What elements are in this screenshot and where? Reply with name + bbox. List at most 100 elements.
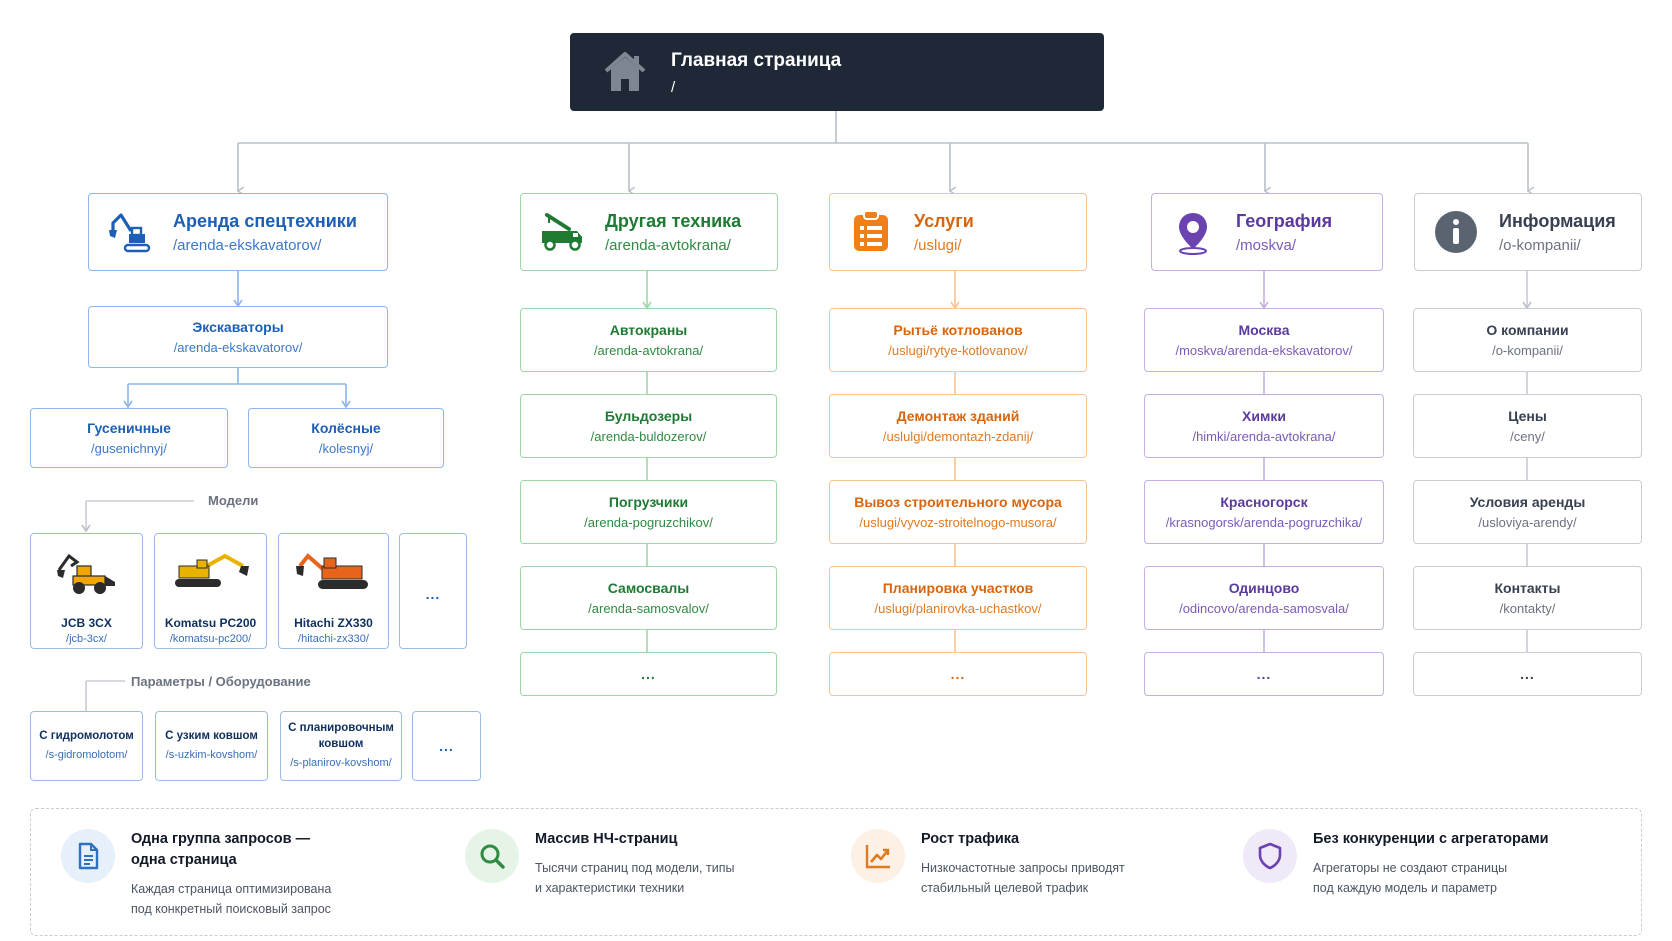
node-autocranes[interactable]: Автокраны /arenda-avtokrana/ bbox=[520, 308, 777, 372]
category-rental-title: Аренда спецтехники bbox=[173, 211, 357, 231]
model-komatsu-pc200[interactable]: Komatsu PC200 /komatsu-pc200/ bbox=[154, 533, 267, 649]
model-path: /hitachi-zx330/ bbox=[298, 633, 369, 645]
node-waste-removal[interactable]: Вывоз строительного мусора /uslugi/vyvoz… bbox=[829, 480, 1087, 544]
node-path: /himki/arenda-avtokrana/ bbox=[1192, 428, 1336, 444]
node-path: /krasnogorsk/arenda-pogruzchika/ bbox=[1165, 514, 1363, 530]
more-indicator: ... bbox=[439, 738, 454, 754]
node-contacts[interactable]: Контакты /kontakty/ bbox=[1413, 566, 1642, 630]
node-path: /arenda-buldozerov/ bbox=[590, 428, 707, 444]
models-group-label: Модели bbox=[202, 493, 265, 508]
category-rental[interactable]: Аренда спецтехники /arenda-ekskavatorov/ bbox=[88, 193, 388, 271]
node-info-more[interactable]: ... bbox=[1413, 652, 1642, 696]
node-path: /arenda-avtokrana/ bbox=[593, 342, 704, 358]
node-bulldozers[interactable]: Бульдозеры /arenda-buldozerov/ bbox=[520, 394, 777, 458]
feature-title: Массив НЧ-страниц bbox=[535, 831, 678, 847]
node-prices[interactable]: Цены /ceny/ bbox=[1413, 394, 1642, 458]
node-title: Москва bbox=[1238, 321, 1290, 338]
category-info-path: /o-kompanii/ bbox=[1499, 237, 1581, 254]
excavator-icon bbox=[295, 553, 368, 589]
node-path: /ceny/ bbox=[1510, 428, 1545, 444]
model-jcb-3cx[interactable]: JCB 3CX /jcb-3cx/ bbox=[30, 533, 143, 649]
feature-title: Рост трафика bbox=[921, 831, 1020, 847]
node-excavation[interactable]: Рытьё котлованов /uslugi/rytye-kotlovano… bbox=[829, 308, 1087, 372]
category-other[interactable]: Другая техника /arenda-avtokrana/ bbox=[520, 193, 778, 271]
feature-title: одна страница bbox=[131, 852, 237, 868]
feature-traffic-growth: Рост трафика Низкочастотные запросы прив… bbox=[851, 829, 1125, 898]
feature-longtail-pages: Массив НЧ-страниц Тысячи страниц под мод… bbox=[465, 829, 734, 898]
node-title: Гусеничные bbox=[87, 419, 171, 436]
excavator-icon bbox=[174, 553, 249, 587]
node-title: Условия аренды bbox=[1469, 493, 1586, 510]
category-other-title: Другая техника bbox=[605, 211, 742, 231]
param-grading-bucket[interactable]: С планировочным ковшом /s-planirov-kovsh… bbox=[280, 711, 402, 781]
root-node[interactable]: Главная страница / bbox=[570, 33, 1104, 111]
more-indicator: ... bbox=[641, 666, 656, 682]
node-loaders[interactable]: Погрузчики /arenda-pogruzchikov/ bbox=[520, 480, 777, 544]
node-dumptrucks[interactable]: Самосвалы /arenda-samosvalov/ bbox=[520, 566, 777, 630]
node-title: Одинцово bbox=[1228, 579, 1300, 596]
feature-no-aggregators: Без конкуренции с агрегаторами Агрегатор… bbox=[1243, 829, 1549, 898]
info-icon bbox=[1435, 211, 1477, 253]
excavator-icon bbox=[109, 213, 151, 253]
node-rental-terms[interactable]: Условия аренды /usloviya-arendy/ bbox=[1413, 480, 1642, 544]
node-khimki[interactable]: Химки /himki/arenda-avtokrana/ bbox=[1144, 394, 1384, 458]
params-group-label: Параметры / Оборудование bbox=[125, 674, 317, 689]
node-geo-more[interactable]: ... bbox=[1144, 652, 1384, 696]
category-services-title: Услуги bbox=[914, 211, 974, 231]
node-excavators[interactable]: Экскаваторы /arenda-ekskavatorov/ bbox=[88, 306, 388, 368]
node-about[interactable]: О компании /o-kompanii/ bbox=[1413, 308, 1642, 372]
node-path: /usloviya-arendy/ bbox=[1478, 514, 1577, 530]
node-path: /uslulgi/demontazh-zdanij/ bbox=[882, 428, 1034, 444]
node-odintsovo[interactable]: Одинцово /odincovo/arenda-samosvala/ bbox=[1144, 566, 1384, 630]
node-other-more[interactable]: ... bbox=[520, 652, 777, 696]
param-hydrohammer[interactable]: С гидромолотом /s-gidromolotom/ bbox=[30, 711, 143, 781]
node-wheeled[interactable]: Колёсные /kolesnyj/ bbox=[248, 408, 444, 468]
node-services-more[interactable]: ... bbox=[829, 652, 1087, 696]
node-moscow[interactable]: Москва /moskva/arenda-ekskavatorov/ bbox=[1144, 308, 1384, 372]
node-title: Рытьё котлованов bbox=[893, 321, 1023, 338]
node-path: /odincovo/arenda-samosvala/ bbox=[1179, 600, 1349, 616]
model-title: Hitachi ZX330 bbox=[294, 616, 373, 630]
search-icon bbox=[465, 829, 519, 883]
more-indicator: ... bbox=[1256, 666, 1272, 682]
feature-desc: Каждая страница оптимизирована bbox=[131, 882, 332, 896]
backhoe-loader-icon bbox=[56, 553, 115, 594]
model-more[interactable]: ... bbox=[399, 533, 467, 649]
node-path: /moskva/arenda-ekskavatorov/ bbox=[1175, 342, 1353, 358]
param-path: /s-gidromolotom/ bbox=[45, 749, 128, 761]
node-title: Бульдозеры bbox=[604, 407, 693, 424]
model-hitachi-zx330[interactable]: Hitachi ZX330 /hitachi-zx330/ bbox=[278, 533, 389, 649]
param-narrow-bucket[interactable]: С узким ковшом /s-uzkim-kovshom/ bbox=[155, 711, 268, 781]
node-title: Колёсные bbox=[311, 419, 381, 436]
node-title: Вывоз строительного мусора bbox=[854, 493, 1062, 510]
root-title: Главная страница bbox=[671, 49, 842, 71]
category-other-path: /arenda-avtokrana/ bbox=[605, 237, 731, 254]
category-info[interactable]: Информация /o-kompanii/ bbox=[1414, 193, 1642, 271]
param-more[interactable]: ... bbox=[412, 711, 481, 781]
category-geo-title: География bbox=[1236, 211, 1333, 231]
growth-chart-icon bbox=[851, 829, 905, 883]
feature-title: Одна группа запросов — bbox=[131, 831, 311, 847]
more-indicator: ... bbox=[1520, 666, 1535, 682]
feature-desc: под конкретный поисковый запрос bbox=[131, 902, 331, 916]
category-geo[interactable]: География /moskva/ bbox=[1151, 193, 1383, 271]
category-geo-path: /moskva/ bbox=[1236, 237, 1297, 254]
node-path: /kolesnyj/ bbox=[318, 440, 374, 456]
model-title: JCB 3CX bbox=[61, 616, 112, 630]
node-tracked[interactable]: Гусеничные /gusenichnyj/ bbox=[30, 408, 228, 468]
node-path: /gusenichnyj/ bbox=[91, 440, 167, 456]
category-services[interactable]: Услуги /uslugi/ bbox=[829, 193, 1087, 271]
node-krasnogorsk[interactable]: Красногорск /krasnogorsk/arenda-pogruzch… bbox=[1144, 480, 1384, 544]
document-icon bbox=[61, 829, 115, 883]
node-land-grading[interactable]: Планировка участков /uslugi/planirovka-u… bbox=[829, 566, 1087, 630]
node-path: /uslugi/planirovka-uchastkov/ bbox=[874, 600, 1042, 616]
shield-icon bbox=[1243, 829, 1297, 883]
feature-desc: под каждую модель и параметр bbox=[1313, 881, 1497, 895]
more-indicator: ... bbox=[425, 586, 441, 602]
node-title: О компании bbox=[1486, 321, 1569, 338]
param-path: /s-planirov-kovshom/ bbox=[290, 757, 392, 769]
node-title: Демонтаж зданий bbox=[896, 407, 1020, 424]
model-path: /komatsu-pc200/ bbox=[169, 633, 252, 645]
node-demolition[interactable]: Демонтаж зданий /uslulgi/demontazh-zdani… bbox=[829, 394, 1087, 458]
